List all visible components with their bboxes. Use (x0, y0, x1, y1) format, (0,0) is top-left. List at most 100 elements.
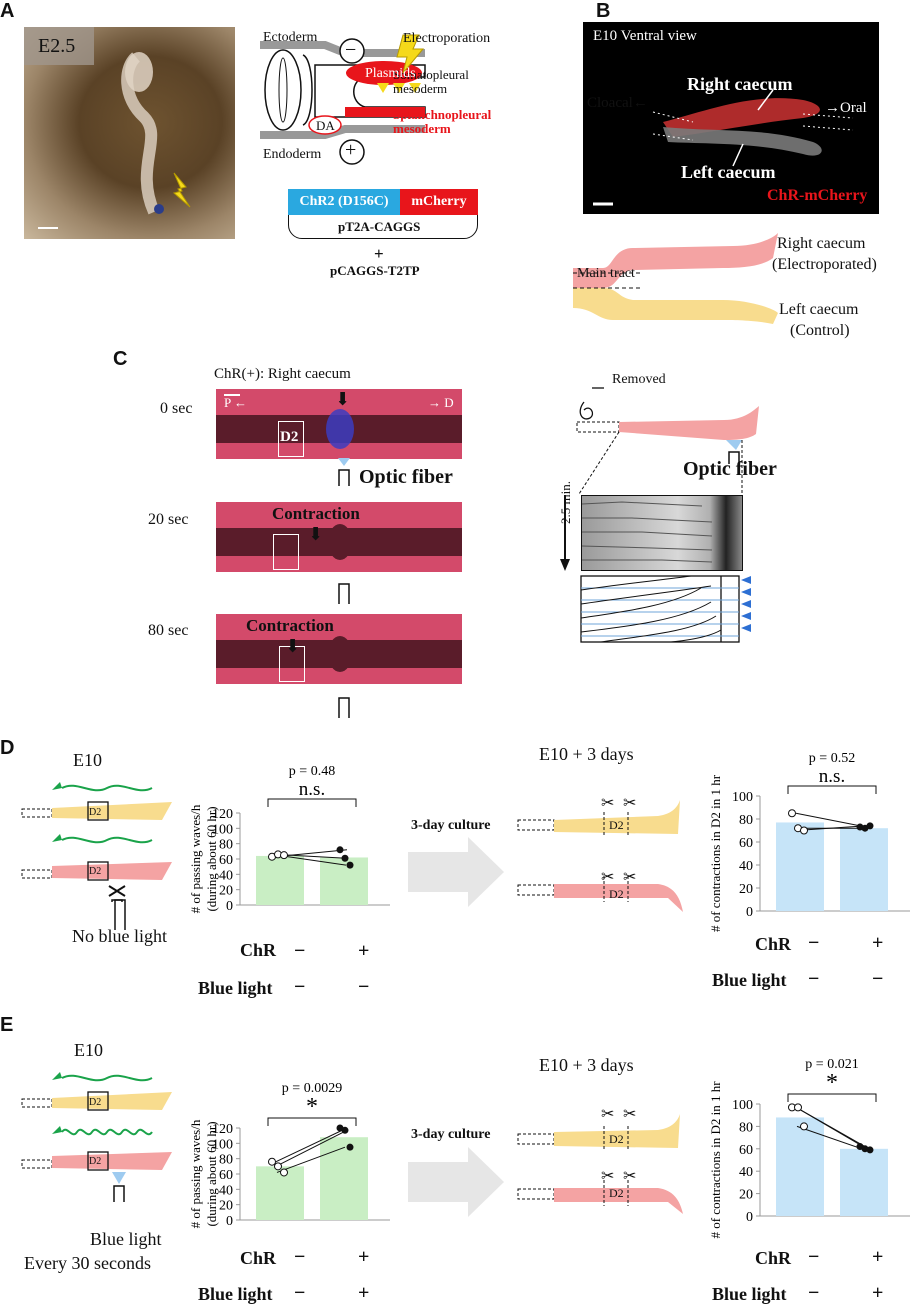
electroporation-label: Electroporation (403, 31, 491, 46)
plus-label: + (374, 244, 384, 263)
y-axis-label: # of passing waves/h (188, 804, 203, 913)
e-chr-label: ChR (240, 1248, 277, 1268)
endoderm-label: Endoderm (263, 147, 322, 162)
somatopleural-label: Somatopleural (393, 67, 469, 82)
arrow-down-icon: ⬇ (285, 636, 301, 656)
contraction-photo-20: Contraction ⬇ (216, 502, 462, 572)
e-right-light-plus: + (872, 1282, 884, 1304)
y-tick-label: 120 (212, 1122, 233, 1137)
p-value-label: p = 0.52 (809, 751, 855, 766)
optic-fiber-icon-20 (338, 583, 350, 604)
d-light-minus: − (294, 976, 306, 998)
y-tick-label: 100 (732, 1098, 753, 1113)
y-tick-label: 60 (219, 1168, 233, 1183)
data-point-filled (341, 1126, 349, 1134)
panel-label-a: A (0, 0, 15, 22)
e-caecum-diagram (21, 1072, 172, 1202)
caecum-schematic (573, 233, 778, 324)
d-right-light-minus-2: − (872, 968, 884, 990)
time-0: 0 sec (160, 400, 193, 417)
y-tick-label: 60 (219, 853, 233, 868)
y-tick-label: 120 (212, 807, 233, 822)
e-chr-minus: − (294, 1246, 306, 1268)
lightning-icon (172, 172, 191, 208)
scissors-icon: ✂ (623, 1168, 637, 1185)
y-tick-label: 0 (226, 1214, 233, 1229)
gut-image-20 (216, 524, 462, 560)
e-right-chr-plus: + (872, 1246, 884, 1268)
plus-sign: + (345, 139, 357, 161)
optic-fiber-icon-0 (338, 458, 350, 486)
e-right-chr-label: ChR (755, 1248, 792, 1268)
distal-label: → D (428, 395, 454, 410)
e-right-light-minus: − (808, 1282, 820, 1304)
optic-fiber-label-kymo: Optic fiber (683, 458, 777, 480)
e-chr-plus: + (358, 1246, 370, 1268)
d2-box-label-top: D2 (89, 807, 102, 818)
chr-mcherry-label: ChR-mCherry (767, 187, 868, 204)
e-cut-diagram (517, 1114, 683, 1214)
y-tick-label: 20 (739, 882, 753, 897)
panel-label-d: D (0, 737, 15, 759)
no-light-label: No blue light (72, 926, 167, 946)
data-point-filled (866, 822, 874, 830)
pair-line (276, 854, 347, 866)
pair-line (795, 1106, 868, 1150)
y-tick-label: 60 (739, 836, 753, 851)
bar (840, 1148, 888, 1216)
e-culture-arrow (408, 1147, 504, 1217)
bar (256, 1166, 304, 1220)
time-80: 80 sec (148, 622, 189, 639)
d-right-light-minus: − (808, 968, 820, 990)
panel-label-e: E (0, 1014, 14, 1036)
e-light-plus: + (358, 1282, 370, 1304)
data-point-open (788, 809, 796, 818)
bar (320, 857, 368, 905)
significance-label: * (826, 1070, 838, 1096)
pair-line (275, 1129, 348, 1167)
d-light-label: Blue light (198, 978, 273, 998)
y-tick-label: 80 (739, 1120, 753, 1135)
d-right-light-label: Blue light (712, 970, 787, 990)
e-stage-after: E10 + 3 days (539, 1055, 634, 1075)
p-value-label: p = 0.0029 (282, 1081, 342, 1096)
optic-fiber-label-c: Optic fiber (359, 466, 453, 488)
d-chr-plus: + (358, 940, 370, 962)
y-tick-label: 0 (746, 905, 753, 920)
bar (320, 1137, 368, 1220)
d-stage-after: E10 + 3 days (539, 744, 634, 764)
splanch-label: Splanchnopleural (393, 107, 492, 122)
data-point-open (800, 826, 808, 835)
pair-line (796, 1125, 866, 1151)
scissors-icon: ✂ (601, 795, 615, 812)
lightning-icon (396, 34, 425, 74)
y-tick-label: 20 (739, 1188, 753, 1203)
e-d2-cut-top: D2 (609, 1132, 624, 1146)
pair-line (276, 1146, 346, 1173)
contraction-label-80: Contraction (246, 616, 334, 635)
y-tick-label: 100 (212, 822, 233, 837)
contraction-label-20: Contraction (272, 504, 360, 523)
significance-bracket (787, 785, 877, 794)
scissors-icon: ✂ (623, 869, 637, 886)
e-right-chr-minus: − (808, 1246, 820, 1268)
stage-label: E2.5 (38, 35, 76, 57)
significance-label: n.s. (299, 779, 325, 800)
chr2-segment: ChR2 (D156C) (288, 189, 400, 215)
time-arrow (560, 495, 570, 571)
left-caecum-label: Left caecum (779, 301, 859, 318)
transposase-label: pCAGGS-T2TP (330, 263, 420, 278)
kymograph-schematic (576, 387, 759, 495)
bar (776, 1117, 824, 1216)
d2-cut-label-bottom: D2 (609, 887, 624, 901)
scissors-icon: ✂ (601, 1168, 615, 1185)
contraction-photo-80: Contraction ⬇ (216, 614, 462, 684)
d-light-minus-2: − (358, 976, 370, 998)
e-light-label: Blue light (90, 1229, 162, 1249)
d-culture-label: 3-day culture (411, 818, 491, 833)
proximal-label: P ← (224, 395, 247, 410)
data-point-filled (866, 1146, 874, 1154)
pair-line (795, 812, 867, 828)
